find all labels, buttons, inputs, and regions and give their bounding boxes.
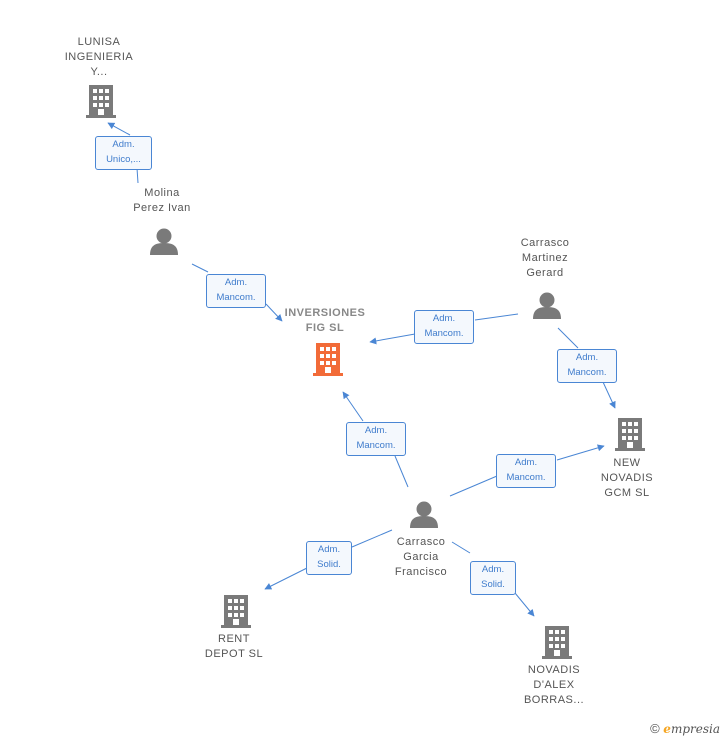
edge-label-adm-mancom: Adm. Mancom.: [346, 422, 406, 456]
edge-molina-inversiones: [191, 263, 282, 321]
node-label-lunisa[interactable]: LUNISA INGENIERIA Y...: [64, 36, 134, 78]
building-icon: [542, 626, 572, 659]
building-icon: [221, 595, 251, 628]
node-label-carrasco-martinez[interactable]: Carrasco Martinez Gerard: [520, 237, 570, 279]
person-icon: [410, 501, 438, 528]
edge-label-adm-mancom: Adm. Mancom.: [557, 349, 617, 383]
node-label-molina[interactable]: Molina Perez Ivan: [133, 187, 191, 214]
person-icon: [533, 292, 561, 319]
edge-label-adm-mancom: Adm. Mancom.: [496, 454, 556, 488]
edge-label-adm-solid: Adm. Solid.: [470, 561, 516, 595]
building-icon: [86, 85, 116, 118]
edge-molina-lunisa: [108, 123, 139, 184]
copyright-icon: ©: [650, 721, 660, 736]
node-label-novadis-alex[interactable]: NOVADIS D'ALEX BORRAS...: [523, 664, 585, 706]
node-label-carrasco-garcia[interactable]: Carrasco Garcia Francisco: [394, 536, 448, 578]
edge-label-adm-solid: Adm. Solid.: [306, 541, 352, 575]
building-icon: [615, 418, 645, 451]
edge-garcia-inversiones: [343, 392, 409, 488]
edge-garcia-rentdepot: [265, 529, 393, 589]
edge-label-adm-unico: Adm. Unico,...: [95, 136, 152, 170]
node-label-inversiones[interactable]: INVERSIONES FIG SL: [284, 307, 366, 334]
edges: [108, 123, 615, 616]
brand-logo: empresia: [663, 722, 720, 736]
edge-martinez-newnovadis: [557, 327, 615, 408]
edge-garcia-newnovadis: [449, 446, 604, 497]
edge-label-adm-mancom: Adm. Mancom.: [414, 310, 474, 344]
copyright-brand: © empresia: [650, 721, 720, 736]
edge-garcia-novadisalex: [451, 541, 534, 616]
node-label-new-novadis[interactable]: NEW NOVADIS GCM SL: [600, 457, 654, 499]
person-icon: [150, 228, 178, 255]
node-label-rent-depot[interactable]: RENT DEPOT SL: [204, 633, 264, 660]
edge-martinez-inversiones: [370, 313, 519, 342]
building-icon: [313, 343, 343, 376]
edge-label-adm-mancom: Adm. Mancom.: [206, 274, 266, 308]
